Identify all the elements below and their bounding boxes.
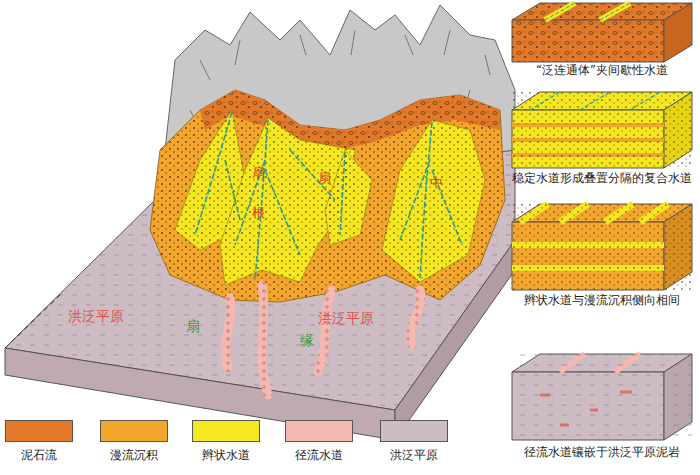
legend-swatch (5, 420, 73, 442)
legend-text: 洪泛平原 (390, 448, 438, 462)
legend-text: 径流水道 (295, 448, 343, 462)
legend-text: 泥石流 (21, 448, 57, 462)
panel-caption: 稳定水道形成叠置分隔的复合水道 (512, 172, 692, 186)
region-label: 洪泛平原 (68, 308, 124, 325)
zone-label: 中 (430, 175, 443, 191)
zone-label: 缘 (300, 332, 314, 349)
zone-label: 扇 (318, 170, 331, 186)
legend-swatch (285, 420, 353, 442)
legend-text: 漫流沉积 (110, 448, 158, 462)
legend-text: 辫状水道 (202, 448, 250, 462)
zone-label: 扇 (186, 318, 200, 335)
panel-caption: 径流水道镶嵌于洪泛平原泥岩 (524, 446, 680, 460)
panel-caption: “泛连通体”夹间歇性水道 (536, 64, 668, 78)
legend-swatch (192, 420, 260, 442)
zone-label: 扇 (252, 165, 265, 181)
legend-swatch (380, 420, 448, 442)
region-label: 洪泛平原 (318, 310, 374, 327)
zone-label: 根 (252, 205, 265, 221)
panel-caption: 辫状水道与漫流沉积侧向相间 (524, 294, 680, 308)
legend-swatch (100, 420, 168, 442)
